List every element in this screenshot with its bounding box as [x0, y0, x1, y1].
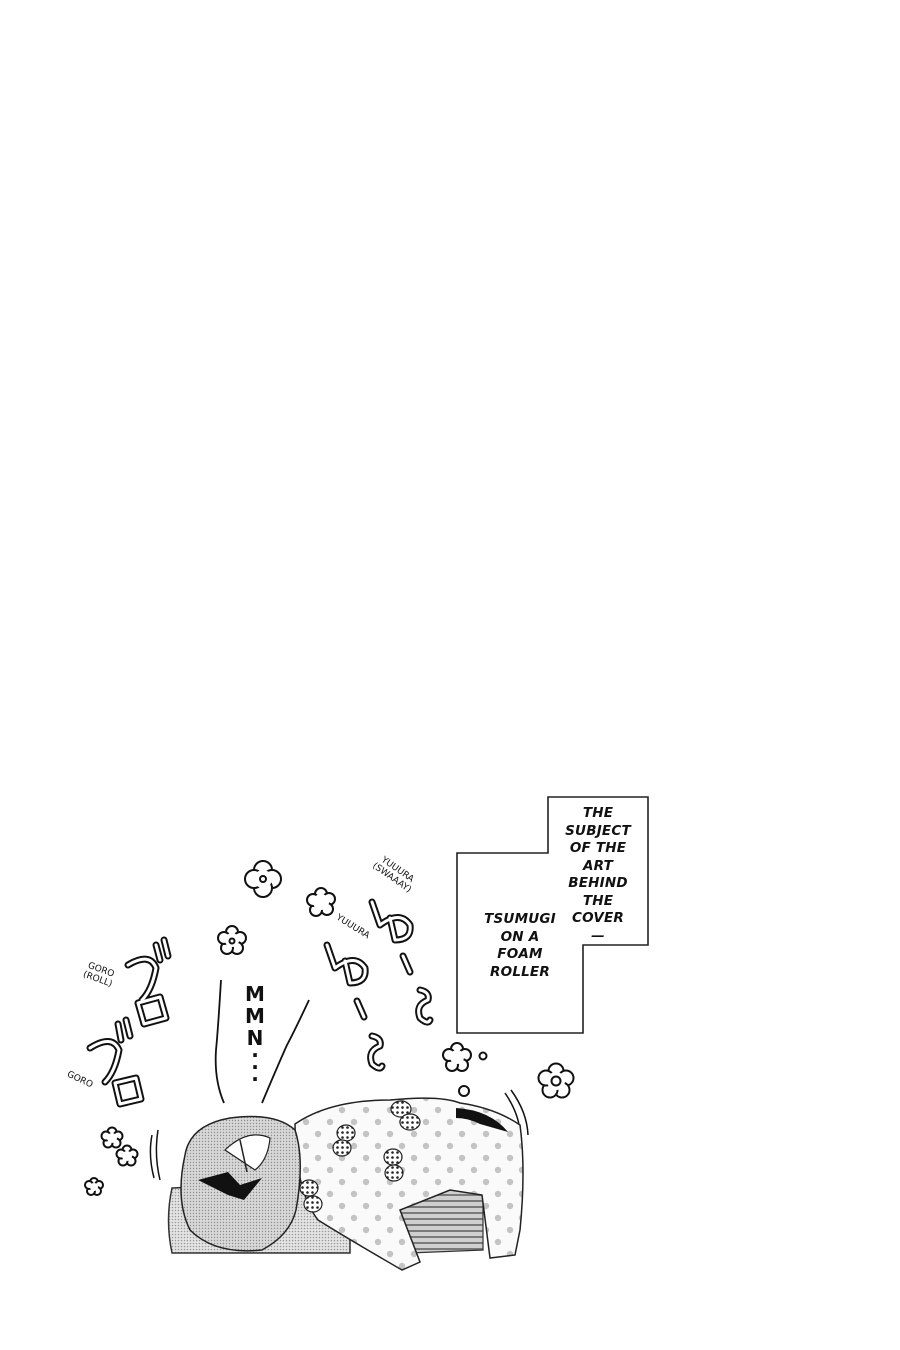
ribbon [198, 1172, 262, 1200]
motion-lines [149, 1089, 529, 1181]
flower-icon [115, 1144, 139, 1167]
flower-icon [217, 925, 247, 955]
caption-line: COVER [572, 910, 624, 926]
caption-line: ART [582, 857, 614, 874]
bubble-icon [458, 1085, 470, 1097]
bubble-icon [478, 1051, 488, 1061]
flower-icon [442, 1042, 472, 1072]
caption-line: — [591, 927, 605, 944]
caption-line: ROLLER [490, 963, 550, 980]
pajama-body [294, 1097, 524, 1271]
speech-line-left [214, 979, 225, 1104]
sfx-line: · [251, 1067, 259, 1091]
flower-icon [306, 887, 336, 917]
hair [180, 1115, 301, 1252]
flower-icon [100, 1126, 124, 1149]
caption-upper: THE SUBJECT OF THE ART BEHIND THE COVER … [552, 805, 644, 945]
flower-icon [244, 860, 282, 898]
sfx-line: N [246, 1026, 264, 1050]
sfx-line: · [251, 1055, 259, 1079]
caption-line: THE [582, 805, 614, 821]
caption-box-border [456, 796, 649, 1034]
sfx-line: M [245, 982, 265, 1006]
speech-line-right [261, 999, 310, 1104]
caption-line: SUBJECT [565, 822, 631, 839]
caption-lower: TSUMUGI ON A FOAM ROLLER [470, 911, 570, 981]
caption-line: FOAM [497, 946, 543, 962]
bow-icon [299, 1100, 421, 1213]
caption-line: BEHIND [568, 875, 628, 891]
sfx-line: M [245, 1004, 265, 1028]
caption-line: OF THE [569, 840, 627, 856]
flower-icon [84, 1177, 104, 1196]
sfx-line: · [251, 1043, 259, 1067]
caption-line: TSUMUGI [484, 911, 556, 927]
caption-line: ON A [500, 928, 540, 945]
flower-icon [537, 1062, 575, 1099]
sfx-mmn: M M N · · · [240, 982, 270, 1091]
caption-line: THE [582, 892, 614, 909]
